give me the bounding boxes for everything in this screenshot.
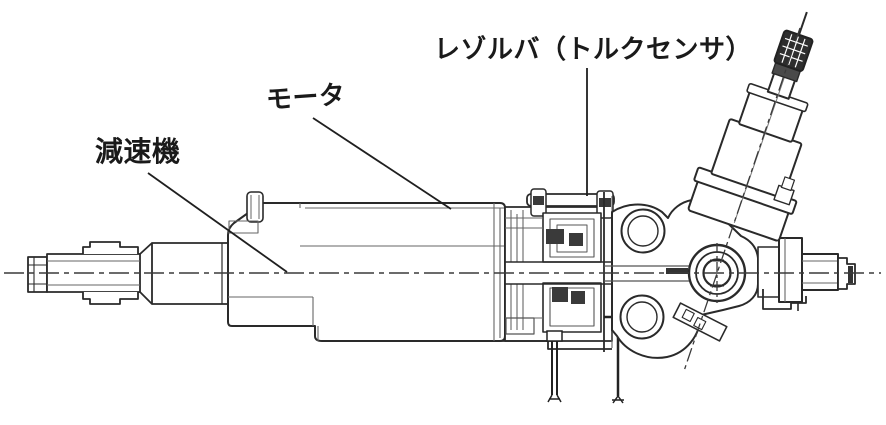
reduction-gear-housing [497, 188, 615, 352]
resolver-cap [526, 188, 615, 219]
input-shaft-centerline [683, 27, 801, 372]
output-shaft-right [757, 237, 856, 311]
motor-leader-line [312, 117, 452, 210]
label-motor: モータ [265, 80, 347, 116]
centerlines [4, 27, 881, 372]
valve-housing [604, 198, 759, 359]
label-reduction-gear: 減速機 [95, 135, 181, 168]
motor-housing [227, 191, 506, 342]
leader-lines [147, 68, 588, 273]
label-resolver-torque-sensor: レゾルバ（トルクセンサ） [434, 35, 753, 65]
lower-bracket [672, 302, 728, 342]
spline-end [773, 29, 814, 72]
resolver-stack [542, 212, 602, 333]
reducer-leader-line [147, 172, 288, 273]
